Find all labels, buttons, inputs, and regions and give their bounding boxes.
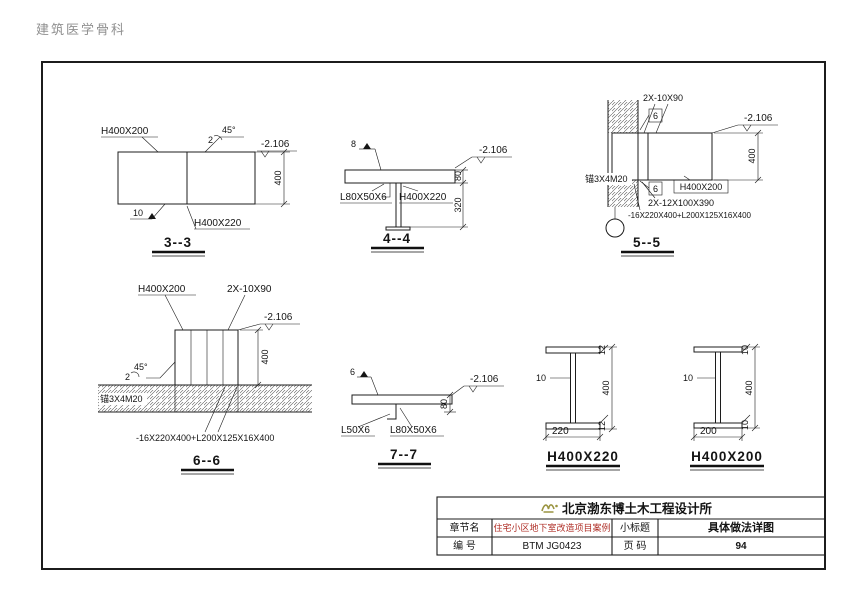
s66-weld-angle: 45° xyxy=(134,362,148,372)
chapter-label: 章节名 xyxy=(450,521,480,534)
s77-angle1-label: L50X6 xyxy=(341,425,370,436)
company-name: 北京渤东博土木工程设计所 xyxy=(562,501,713,516)
number-value: BTM JG0423 xyxy=(523,541,582,552)
s77-angle2-label: L80X50X6 xyxy=(390,425,437,436)
s55-beam-label: H400X200 xyxy=(680,182,723,192)
s33-weld-bottom-size: 10 xyxy=(133,208,143,218)
s33-title: 3--3 xyxy=(164,235,192,250)
s55-elevation-label: -2.106 xyxy=(744,113,773,124)
s33-weld-angle-label: 45° xyxy=(222,125,236,135)
s66-plates-label: 2X-10X90 xyxy=(227,284,272,295)
s77-linework xyxy=(341,371,504,469)
h200-height-dim: 400 xyxy=(744,380,754,395)
company-logo-icon xyxy=(541,504,558,513)
s33-beam-top-label: H400X200 xyxy=(101,126,149,137)
detail-h400x200: 10 10 400 10 200 H400X200 xyxy=(683,343,764,471)
s77-weld-size: 6 xyxy=(350,367,355,377)
s44-dim-bottom: 320 xyxy=(453,197,463,212)
section-6-6: H400X200 2X-10X90 -2.106 400 45° 2 锚3X4M… xyxy=(98,284,312,475)
s66-dim-height: 400 xyxy=(260,349,270,364)
detail-h400x220: 12 10 400 12 220 H400X220 xyxy=(536,343,620,471)
h220-height-dim: 400 xyxy=(601,380,611,395)
s44-dim-top: 80 xyxy=(453,171,463,181)
title-block-grid xyxy=(436,496,826,556)
page-label: 页 码 xyxy=(624,540,647,552)
s44-beam-label: H400X220 xyxy=(399,192,447,203)
h220-flange-top-dim: 12 xyxy=(597,345,607,355)
sheet-border xyxy=(41,61,826,570)
s55-linework xyxy=(584,100,778,257)
s55-title: 5--5 xyxy=(633,235,661,250)
title-block: 北京渤东博土木工程设计所 章节名 住宅小区地下室改造项目案例 小标题 具体做法详… xyxy=(436,496,826,556)
number-label: 编 号 xyxy=(453,539,476,552)
h220-flange-bottom-dim: 12 xyxy=(597,421,607,431)
s55-dim-height: 400 xyxy=(747,148,757,163)
watermark-text: 建筑医学骨科 xyxy=(36,22,126,38)
h220-linework xyxy=(542,343,620,471)
s77-title: 7--7 xyxy=(390,447,418,462)
s44-weld-size: 8 xyxy=(351,139,356,149)
h200-flange-bottom-dim: 10 xyxy=(740,420,750,430)
section-7-7: 6 -2.106 80 L50X6 L80X50X6 7--7 xyxy=(341,367,504,469)
s66-weld-size: 2 xyxy=(125,372,130,382)
s33-linework xyxy=(101,135,297,257)
subtitle-value: 具体做法详图 xyxy=(708,520,774,534)
h220-web-dim: 10 xyxy=(536,373,546,383)
s33-elevation-label: -2.106 xyxy=(261,139,290,150)
page-value: 94 xyxy=(735,541,747,552)
s77-dim-height: 80 xyxy=(439,399,449,409)
s55-weld-top: 6 xyxy=(653,111,658,121)
h220-width-dim: 220 xyxy=(552,426,569,437)
section-3-3: H400X200 45° 2 -2.106 400 10 H400X220 3-… xyxy=(101,125,297,257)
s44-linework xyxy=(340,143,512,253)
s44-title: 4--4 xyxy=(383,231,411,246)
s77-elevation-label: -2.106 xyxy=(470,374,499,385)
section-4-4: 8 -2.106 80 320 L80X50X6 H400X220 4--4 xyxy=(340,139,512,253)
chapter-value: 住宅小区地下室改造项目案例 xyxy=(493,522,610,533)
s33-dim-height: 400 xyxy=(273,170,283,185)
h200-web-dim: 10 xyxy=(683,373,693,383)
s66-title: 6--6 xyxy=(193,453,221,468)
s44-elevation-label: -2.106 xyxy=(479,145,508,156)
s33-beam-bottom-label: H400X220 xyxy=(194,218,242,229)
s55-plates-label: 2X-10X90 xyxy=(643,93,683,103)
s66-linework xyxy=(98,294,312,475)
s55-plate3-label: -16X220X400+L200X125X16X400 xyxy=(628,211,752,220)
subtitle-label: 小标题 xyxy=(620,522,650,534)
s55-weld-bottom: 6 xyxy=(653,184,658,194)
h200-title: H400X200 xyxy=(691,449,763,464)
s44-angle-label: L80X50X6 xyxy=(340,192,387,203)
s66-elevation-label: -2.106 xyxy=(264,312,293,323)
h200-linework xyxy=(690,343,764,471)
s66-beam-label: H400X200 xyxy=(138,284,186,295)
h200-flange-top-dim: 10 xyxy=(740,345,750,355)
s66-plate2-label: -16X220X400+L200X125X16X400 xyxy=(136,433,274,443)
h220-title: H400X220 xyxy=(547,449,619,464)
s33-weld-size-label: 2 xyxy=(208,135,213,145)
s66-anchor-label: 锚3X4M20 xyxy=(100,393,143,404)
s55-plate2-label: 2X-12X100X390 xyxy=(648,198,714,208)
h200-width-dim: 200 xyxy=(700,426,717,437)
section-5-5: 2X-10X90 6 6 -2.106 400 锚3X4M20 H400X200… xyxy=(584,93,778,257)
s55-anchor-label: 锚3X4M20 xyxy=(585,173,628,184)
